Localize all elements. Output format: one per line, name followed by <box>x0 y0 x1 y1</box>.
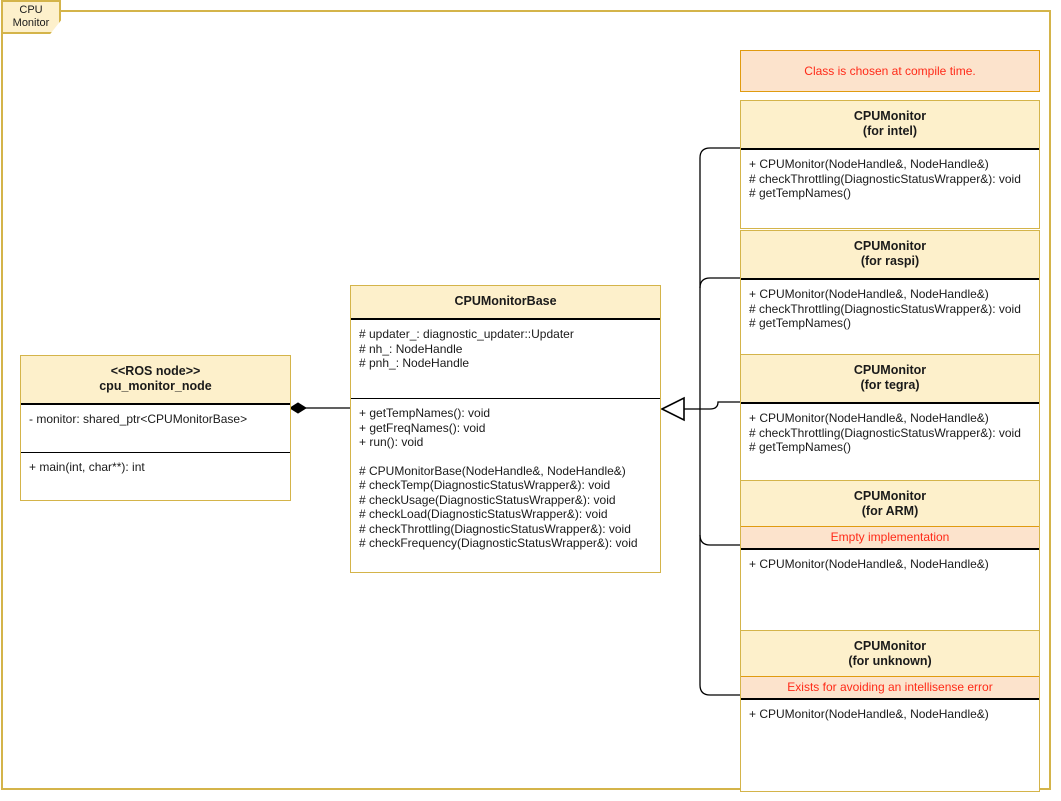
compartment-spacer <box>359 450 652 464</box>
package-tab-line2: Monitor <box>12 17 50 29</box>
class-header: CPUMonitor (for ARM) <box>741 481 1039 526</box>
class-name: cpu_monitor_node <box>99 379 212 393</box>
operation-row: + run(): void <box>359 435 424 449</box>
operation-row: # checkUsage(DiagnosticStatusWrapper&): … <box>359 492 616 507</box>
attributes-compartment: - monitor: shared_ptr<CPUMonitorBase> <box>21 405 290 453</box>
operation-row: # checkThrottling(DiagnosticStatusWrappe… <box>359 521 631 536</box>
class-cpumonitor-arm[interactable]: CPUMonitor (for ARM) Empty implementatio… <box>740 480 1040 642</box>
class-name: CPUMonitor <box>853 639 927 653</box>
operations-compartment: + getTempNames(): void + getFreqNames():… <box>351 399 660 572</box>
class-header: <<ROS node>> cpu_monitor_node <box>21 356 290 405</box>
operation-row: + CPUMonitor(NodeHandle&, NodeHandle&) <box>749 287 989 301</box>
class-header: CPUMonitor (for raspi) <box>741 231 1039 280</box>
class-banner-arm: Empty implementation <box>741 526 1039 550</box>
operations-compartment: + CPUMonitor(NodeHandle&, NodeHandle&) #… <box>741 404 1039 482</box>
operation-row: # checkLoad(DiagnosticStatusWrapper&): v… <box>359 507 608 521</box>
class-name: CPUMonitorBase <box>454 294 557 308</box>
class-cpumonitor-unknown[interactable]: CPUMonitor (for unknown) Exists for avoi… <box>740 630 1040 792</box>
operation-row: # checkFrequency(DiagnosticStatusWrapper… <box>359 536 638 550</box>
operation-row: # getTempNames() <box>749 316 852 330</box>
note-compile-time: Class is chosen at compile time. <box>740 50 1040 92</box>
class-cpu-monitor-node[interactable]: <<ROS node>> cpu_monitor_node - monitor:… <box>20 355 291 501</box>
operations-compartment: + main(int, char**): int <box>21 453 290 500</box>
package-tab-line1: CPU <box>19 4 43 16</box>
operation-row: + main(int, char**): int <box>29 460 145 474</box>
banner-text: Exists for avoiding an intellisense erro… <box>787 680 993 694</box>
note-text: Class is chosen at compile time. <box>804 64 976 78</box>
class-variant: (for intel) <box>862 124 918 138</box>
package-tab: CPU Monitor <box>1 0 61 34</box>
class-banner-unknown: Exists for avoiding an intellisense erro… <box>741 676 1039 700</box>
operations-compartment: + CPUMonitor(NodeHandle&, NodeHandle&) #… <box>741 280 1039 358</box>
operation-row: # checkThrottling(DiagnosticStatusWrappe… <box>749 301 1021 316</box>
operation-row: # checkThrottling(DiagnosticStatusWrappe… <box>749 425 1021 440</box>
operation-row: # checkThrottling(DiagnosticStatusWrappe… <box>749 171 1021 186</box>
attributes-compartment: # updater_: diagnostic_updater::Updater … <box>351 320 660 399</box>
class-cpumonitor-intel[interactable]: CPUMonitor (for intel) + CPUMonitor(Node… <box>740 100 1040 229</box>
class-header: CPUMonitor (for intel) <box>741 101 1039 150</box>
banner-text: Empty implementation <box>830 530 950 544</box>
class-cpumonitor-raspi[interactable]: CPUMonitor (for raspi) + CPUMonitor(Node… <box>740 230 1040 359</box>
operation-row: + getTempNames(): void <box>359 406 491 420</box>
class-variant: (for tegra) <box>860 378 920 392</box>
class-header: CPUMonitor (for unknown) <box>741 631 1039 676</box>
operations-compartment: + CPUMonitor(NodeHandle&, NodeHandle&) <box>741 700 1039 791</box>
class-name: CPUMonitor <box>853 109 927 123</box>
class-variant: (for ARM) <box>861 504 919 518</box>
operation-row: # getTempNames() <box>749 186 852 200</box>
class-stereotype: <<ROS node>> <box>110 364 201 378</box>
operation-row: + CPUMonitor(NodeHandle&, NodeHandle&) <box>749 411 989 425</box>
class-header: CPUMonitorBase <box>351 286 660 320</box>
attribute-row: - monitor: shared_ptr<CPUMonitorBase> <box>29 412 248 426</box>
operation-row: + CPUMonitor(NodeHandle&, NodeHandle&) <box>749 707 989 721</box>
attribute-row: # pnh_: NodeHandle <box>359 356 470 370</box>
operation-row: + CPUMonitor(NodeHandle&, NodeHandle&) <box>749 157 989 171</box>
operation-row: + getFreqNames(): void <box>359 420 486 435</box>
class-name: CPUMonitor <box>853 363 927 377</box>
attribute-row: # updater_: diagnostic_updater::Updater <box>359 327 574 341</box>
class-name: CPUMonitor <box>853 489 927 503</box>
class-header: CPUMonitor (for tegra) <box>741 355 1039 404</box>
class-variant: (for raspi) <box>860 254 920 268</box>
class-cpumonitor-tegra[interactable]: CPUMonitor (for tegra) + CPUMonitor(Node… <box>740 354 1040 483</box>
attribute-row: # nh_: NodeHandle <box>359 341 463 356</box>
operation-row: # getTempNames() <box>749 440 852 454</box>
class-variant: (for unknown) <box>848 654 932 668</box>
operation-row: # checkTemp(DiagnosticStatusWrapper&): v… <box>359 478 611 492</box>
operation-row: # CPUMonitorBase(NodeHandle&, NodeHandle… <box>359 463 626 478</box>
class-cpumonitorbase[interactable]: CPUMonitorBase # updater_: diagnostic_up… <box>350 285 661 573</box>
operations-compartment: + CPUMonitor(NodeHandle&, NodeHandle&) #… <box>741 150 1039 228</box>
operations-compartment: + CPUMonitor(NodeHandle&, NodeHandle&) <box>741 550 1039 641</box>
operation-row: + CPUMonitor(NodeHandle&, NodeHandle&) <box>749 557 989 571</box>
class-name: CPUMonitor <box>853 239 927 253</box>
